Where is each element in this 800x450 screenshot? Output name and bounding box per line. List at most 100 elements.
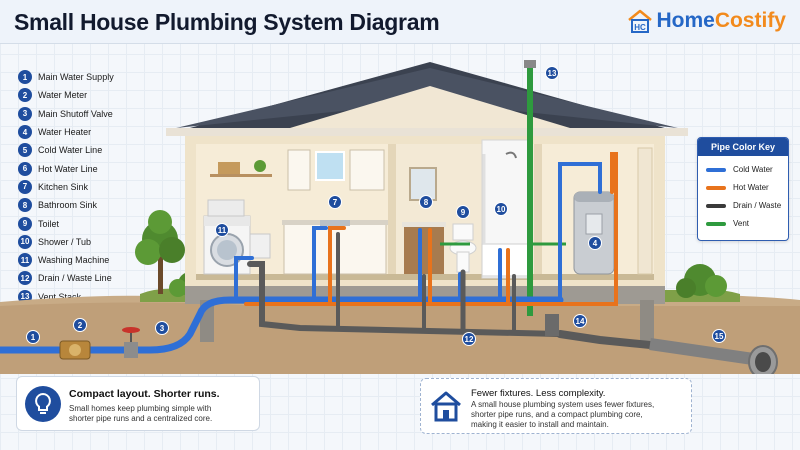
roof-gable (290, 86, 570, 128)
cleanout-fitting (545, 314, 559, 336)
legend-number-badge: 3 (18, 106, 32, 121)
legend-item: 7 Kitchen Sink (18, 178, 136, 196)
legend-item: 12 Drain / Waste Line (18, 269, 136, 287)
legend-label: Cold Water Line (38, 145, 103, 156)
badge-washing-machine: 11 (215, 223, 229, 237)
badge-bathroom-sink: 8 (419, 195, 433, 209)
house-icon (431, 391, 461, 422)
legend-number-badge: 10 (18, 234, 32, 249)
shelf (210, 174, 272, 177)
info-card-compact-layout: Compact layout. Shorter runs. Small home… (16, 376, 260, 431)
legend-label: Toilet (38, 218, 60, 229)
legend-number-badge: 12 (18, 271, 32, 286)
color-key-item: Drain / Waste (706, 201, 788, 210)
color-key-item: Vent (706, 219, 788, 228)
legend-label: Washing Machine (38, 255, 110, 266)
legend-label: Shower / Tub (38, 236, 92, 247)
legend-number-badge: 7 (18, 179, 32, 194)
roof-fascia (166, 128, 688, 136)
info-right-body-line1: A small house plumbing system uses fewer… (471, 400, 655, 409)
info-left-heading: Compact layout. Shorter runs. (69, 388, 220, 400)
color-key-label: Hot Water (733, 183, 769, 192)
kitchen-base-cabinet (283, 223, 387, 275)
sewer-line (649, 338, 778, 374)
legend-number-badge: 2 (18, 88, 32, 103)
utility-door (637, 147, 653, 275)
badge-toilet: 9 (456, 205, 470, 219)
badge-vent-stack: 13 (545, 66, 559, 80)
brand-icon-label: HC (635, 23, 647, 32)
legend-item: 11 Washing Machine (18, 251, 136, 269)
water-heater (573, 191, 615, 275)
brand-name-costify: Costify (714, 9, 786, 32)
info-left-body-line1: Small homes keep plumbing simple with (69, 404, 212, 413)
foundation-pier (640, 300, 654, 342)
legend-item: 2 Water Meter (18, 86, 136, 104)
color-swatch (706, 221, 726, 226)
legend-item: 6 Hot Water Line (18, 159, 136, 177)
legend-number-badge: 5 (18, 143, 32, 158)
color-key-label: Vent (733, 219, 750, 228)
legend-number-badge: 11 (18, 253, 32, 268)
soil-layer (0, 302, 800, 374)
cold-water-lines (0, 162, 602, 354)
legend-label: Water Meter (38, 90, 88, 101)
lightbulb-icon-badge (25, 386, 61, 422)
house-logo-icon: HC (628, 9, 653, 33)
badge-water-heater: 4 (588, 236, 602, 250)
badge-main-water-supply: 1 (26, 330, 40, 344)
badge-kitchen-sink: 7 (328, 195, 342, 209)
info-right-heading: Fewer fixtures. Less complexity. (471, 388, 606, 399)
legend-label: Bathroom Sink (38, 200, 98, 211)
wall-divider (388, 144, 396, 278)
legend-number-badge: 1 (18, 70, 32, 85)
kitchen-sink-basin (320, 220, 350, 226)
badge-cleanout: 14 (573, 314, 587, 328)
info-right-body-line3: making it easier to install and maintain… (471, 420, 609, 429)
badge-water-meter: 2 (73, 318, 87, 332)
legend-label: Vent Stack (38, 291, 82, 302)
bathroom-mirror (409, 167, 437, 201)
house-diagram (0, 60, 800, 374)
legend-label: Kitchen Sink (38, 181, 89, 192)
legend-item: 8 Bathroom Sink (18, 196, 136, 214)
badge-shower-tub: 10 (494, 202, 508, 216)
brand-logo[interactable]: HC HomeCostify (627, 8, 786, 34)
badge-sewer-line: 15 (712, 329, 726, 343)
legend-item: 1 Main Water Supply (18, 68, 136, 86)
color-key-item: Hot Water (706, 183, 788, 192)
legend-label: Main Shutoff Valve (38, 108, 113, 119)
upper-cabinet (349, 149, 385, 191)
dryer-top (207, 199, 245, 217)
legend-item: 5 Cold Water Line (18, 141, 136, 159)
utility-sink (249, 233, 271, 259)
info-right-body-line2: shorter pipe runs, and a compact plumbin… (471, 410, 643, 419)
tree-left (135, 210, 185, 294)
bush-right (676, 264, 727, 298)
legend-label: Main Water Supply (38, 72, 114, 83)
plant (254, 160, 266, 172)
wall-divider (534, 144, 542, 278)
header-bar: Small House Plumbing System Diagram HC H… (0, 0, 800, 44)
page-title: Small House Plumbing System Diagram (14, 9, 440, 35)
vanity-top (402, 222, 446, 227)
basket (218, 162, 240, 174)
vent-cap (524, 60, 536, 68)
legend-number-badge: 9 (18, 216, 32, 231)
main-shutoff-valve (122, 327, 140, 358)
legend-item: 10 Shower / Tub (18, 233, 136, 251)
upper-cabinet (287, 149, 311, 191)
legend-number-badge: 6 (18, 161, 32, 176)
color-key-label: Drain / Waste (733, 201, 782, 210)
color-swatch (706, 185, 726, 190)
hot-water-lines (244, 152, 618, 306)
brand-name-home: Home (656, 9, 715, 32)
color-key-item: Cold Water (706, 165, 788, 174)
legend-number-badge: 8 (18, 198, 32, 213)
legend-label: Water Heater (38, 127, 92, 138)
legend-label: Drain / Waste Line (38, 273, 112, 284)
legend-label: Hot Water Line (38, 163, 98, 174)
